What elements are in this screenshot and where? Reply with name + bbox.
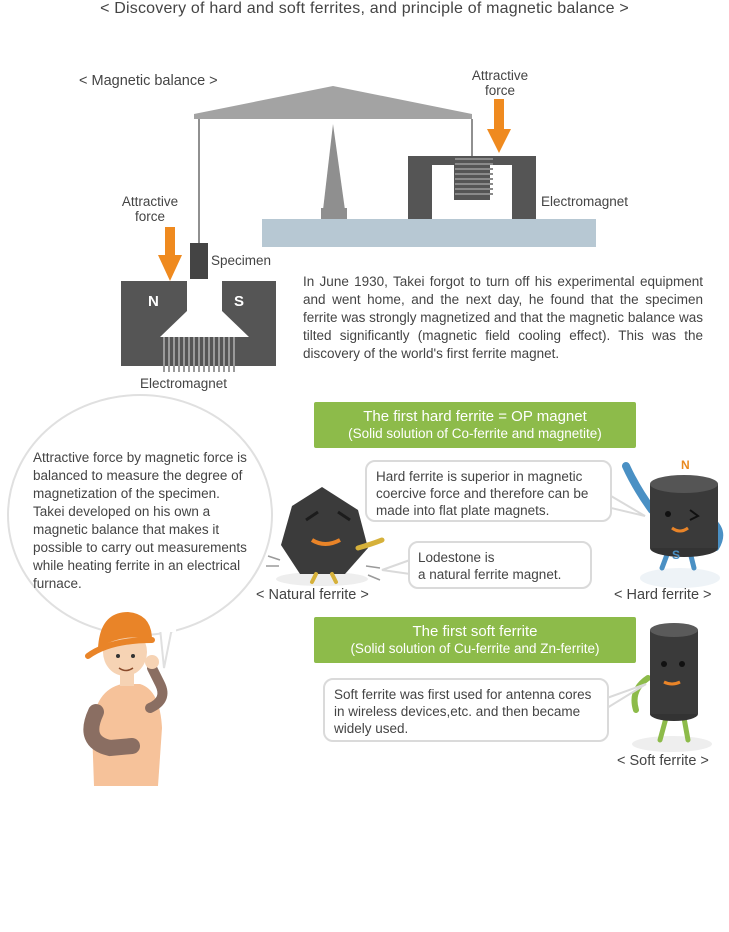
specimen-block — [190, 243, 208, 279]
hard-ferrite-pole-s: S — [672, 548, 681, 562]
rock-body — [281, 487, 368, 574]
electromagnet-left-label: Electromagnet — [140, 376, 228, 391]
soft-banner-line2: (Solid solution of Cu-ferrite and Zn-fer… — [350, 641, 600, 656]
hard-ferrite-caption: < Hard ferrite > — [614, 587, 712, 603]
pole-n-label: N — [148, 293, 159, 310]
balance-base — [262, 219, 596, 247]
soft-ferrite-note: Soft ferrite was first used for antenna … — [323, 678, 609, 742]
soft-ferrite-caption: < Soft ferrite > — [617, 753, 709, 769]
balance-pivot — [323, 124, 345, 210]
scientist-arm — [83, 704, 140, 757]
attractive-force-left-line2: force — [134, 209, 165, 224]
left-coil — [163, 337, 235, 372]
balance-pivot-foot — [321, 208, 347, 220]
scientist-character — [83, 612, 168, 786]
hard-ferrite-banner: The first hard ferrite = OP magnet (Soli… — [314, 402, 636, 448]
specimen-label: Specimen — [211, 253, 272, 268]
natural-ferrite-character — [266, 487, 385, 586]
hard-ferrite-pole-n: N — [681, 458, 690, 472]
soft-box-tail — [606, 683, 647, 710]
arrow-left-icon — [158, 227, 182, 281]
hard-ferrite-note: Hard ferrite is superior in magnetic coe… — [365, 460, 612, 522]
lodestone-line1: Lodestone is — [418, 550, 495, 565]
soft-banner-line1: The first soft ferrite — [412, 623, 538, 640]
attractive-force-left-label: Attractive force — [108, 194, 192, 224]
natural-ferrite-caption: < Natural ferrite > — [256, 587, 369, 603]
hard-ferrite-body — [650, 484, 718, 548]
scientist-hand — [145, 655, 159, 669]
soft-ferrite-body — [650, 630, 698, 714]
attractive-force-right-line1: Attractive — [471, 68, 529, 83]
hard-banner-line2: (Solid solution of Co-ferrite and magnet… — [348, 426, 602, 441]
scientist-raised-arm — [145, 663, 168, 713]
electromagnet-right-label: Electromagnet — [541, 194, 629, 209]
lodestone-line2: a natural ferrite magnet. — [418, 567, 562, 582]
soft-ferrite-character — [631, 623, 712, 752]
magnetic-balance-label: < Magnetic balance > — [79, 73, 218, 89]
speech-bubble-text: Attractive force by magnetic force is ba… — [33, 450, 247, 591]
hard-banner-line1: The first hard ferrite = OP magnet — [363, 408, 587, 425]
pole-s-label: S — [234, 293, 245, 310]
lodestone-note: Lodestone is a natural ferrite magnet. — [408, 541, 592, 589]
right-electromagnet — [408, 156, 536, 219]
attractive-force-right-label: Attractive force — [458, 68, 542, 98]
attractive-force-right-line2: force — [484, 83, 515, 98]
discovery-story-text: In June 1930, Takei forgot to turn off h… — [303, 274, 703, 361]
lodestone-box-tail — [381, 558, 411, 576]
attractive-force-left-line1: Attractive — [121, 194, 179, 209]
hard-ferrite-arm-left — [622, 462, 656, 514]
left-electromagnet — [121, 281, 276, 366]
scientist-body — [92, 684, 162, 786]
scientist-helmet — [98, 612, 152, 648]
diagram-title: < Discovery of hard and soft ferrites, a… — [100, 0, 629, 17]
hard-ferrite-character — [622, 462, 724, 588]
right-coil — [455, 158, 493, 195]
balance-beam — [194, 86, 472, 119]
soft-ferrite-banner: The first soft ferrite (Solid solution o… — [314, 617, 636, 663]
arrow-right-icon — [487, 99, 511, 153]
